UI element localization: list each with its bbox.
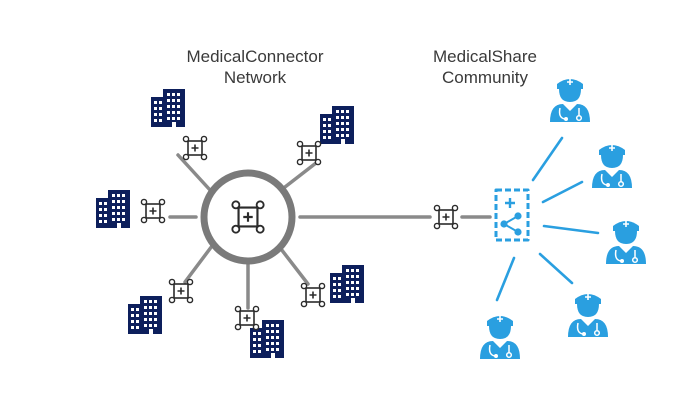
hospital-building-icon (151, 89, 185, 127)
spoke-upper-left (176, 153, 212, 192)
medical-connector-icon (168, 278, 194, 304)
medical-connector-icon (182, 135, 208, 161)
hospital-building-icon (320, 106, 354, 144)
community-title: MedicalShare Community (405, 46, 565, 88)
medical-connector-icon (296, 140, 322, 166)
hospital-building-icon (96, 190, 130, 228)
doctor-icon (549, 78, 591, 123)
medical-connector-icon (234, 305, 260, 331)
community-links (495, 136, 600, 302)
doctor-icon (605, 220, 647, 265)
hospital-building-icon (330, 265, 364, 303)
network-title-line1: MedicalConnector (186, 47, 324, 66)
community-title-line1: MedicalShare (433, 47, 537, 66)
medical-connector-icon (140, 198, 166, 224)
network-spokes (168, 153, 492, 310)
medical-share-document-icon (494, 188, 530, 242)
doctor-icon (567, 293, 609, 338)
medical-connector-icon (433, 204, 459, 230)
spoke-lower-right (279, 247, 310, 286)
medical-connector-icon (300, 282, 326, 308)
network-hub-icon (200, 169, 296, 265)
community-title-line2: Community (442, 68, 528, 87)
hospital-building-icon (128, 296, 162, 334)
doctor-icon (591, 144, 633, 189)
network-title: MedicalConnector Network (170, 46, 340, 88)
doctor-icon (479, 315, 521, 360)
spoke-lower-left (183, 244, 214, 284)
spoke-upper-right (283, 161, 318, 189)
network-title-line2: Network (223, 68, 287, 87)
